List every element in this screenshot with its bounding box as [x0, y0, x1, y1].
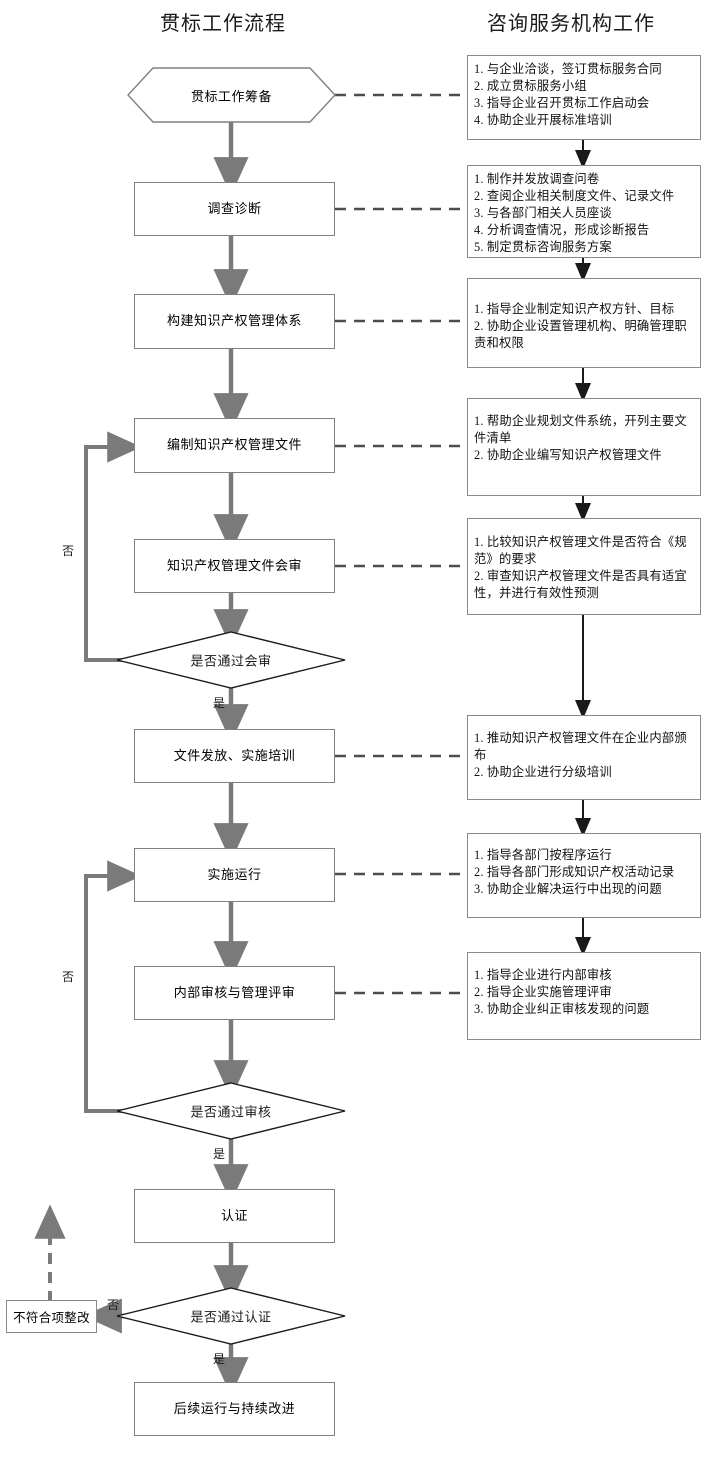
node-release[interactable]: 文件发放、实施培训 — [134, 729, 335, 783]
detail-item: 3. 与各部门相关人员座谈 — [474, 205, 612, 220]
node-certify-label: 认证 — [220, 1207, 248, 1223]
detail-item: 3. 协助企业解决运行中出现的问题 — [474, 881, 662, 896]
decision-pass-review-label[interactable]: 是否通过会审 — [190, 653, 272, 669]
detail-item: 2. 协助企业进行分级培训 — [474, 764, 612, 779]
detail-box-compile[interactable]: 1. 帮助企业规划文件系统，开列主要文件清单 2. 协助企业编写知识产权管理文件 — [467, 398, 701, 496]
node-prep[interactable]: 贯标工作筹备 — [128, 68, 335, 122]
detail-box-operate[interactable]: 1. 指导各部门按程序运行 2. 指导各部门形成知识产权活动记录 3. 协助企业… — [467, 833, 701, 918]
detail-item: 2. 指导各部门形成知识产权活动记录 — [474, 864, 675, 879]
detail-item: 1. 指导企业制定知识产权方针、目标 — [474, 302, 675, 316]
decision-pass-audit-label[interactable]: 是否通过审核 — [190, 1104, 272, 1120]
detail-item: 1. 比较知识产权管理文件是否符合《规范》的要求 — [474, 535, 687, 566]
node-operate[interactable]: 实施运行 — [134, 848, 335, 902]
node-compile[interactable]: 编制知识产权管理文件 — [134, 418, 335, 473]
detail-item: 3. 协助企业纠正审核发现的问题 — [474, 1001, 650, 1016]
node-rectify[interactable]: 不符合项整改 — [6, 1300, 97, 1333]
detail-item: 1. 与企业洽谈，签订贯标服务合同 — [474, 62, 662, 76]
node-prep-label: 贯标工作筹备 — [190, 88, 272, 104]
detail-item: 3. 指导企业召开贯标工作启动会 — [474, 95, 650, 110]
node-diagnose-label: 调查诊断 — [207, 200, 262, 216]
right-column-heading: 咨询服务机构工作 — [487, 13, 655, 35]
node-audit[interactable]: 内部审核与管理评审 — [134, 966, 335, 1020]
edge-label-audit-yes: 是 — [213, 1147, 226, 1161]
detail-item: 2. 协助企业设置管理机构、明确管理职责和权限 — [474, 318, 687, 350]
detail-box-review-docs[interactable]: 1. 比较知识产权管理文件是否符合《规范》的要求 2. 审查知识产权管理文件是否… — [467, 518, 701, 615]
node-review-docs-label: 知识产权管理文件会审 — [166, 557, 302, 573]
detail-box-audit[interactable]: 1. 指导企业进行内部审核 2. 指导企业实施管理评审 3. 协助企业纠正审核发… — [467, 952, 701, 1040]
detail-box-release[interactable]: 1. 推动知识产权管理文件在企业内部颁布 2. 协助企业进行分级培训 — [467, 715, 701, 800]
node-diagnose[interactable]: 调查诊断 — [134, 182, 335, 236]
node-followup[interactable]: 后续运行与持续改进 — [134, 1382, 335, 1436]
detail-item: 2. 成立贯标服务小组 — [474, 78, 587, 93]
detail-item: 2. 审查知识产权管理文件是否具有适宜性，并进行有效性预测 — [474, 568, 687, 600]
node-rectify-label: 不符合项整改 — [13, 1311, 90, 1325]
detail-item: 1. 推动知识产权管理文件在企业内部颁布 — [474, 731, 687, 762]
detail-box-diagnose[interactable]: 1. 制作并发放调查问卷 2. 查阅企业相关制度文件、记录文件 3. 与各部门相… — [467, 165, 701, 258]
detail-item: 2. 查阅企业相关制度文件、记录文件 — [474, 188, 675, 203]
node-build[interactable]: 构建知识产权管理体系 — [134, 294, 335, 349]
edge-label-review-yes: 是 — [213, 696, 226, 710]
node-audit-label: 内部审核与管理评审 — [173, 984, 296, 1000]
edge-label-certify-yes: 是 — [213, 1352, 226, 1366]
detail-item: 1. 指导企业进行内部审核 — [474, 968, 612, 982]
detail-box-build[interactable]: 1. 指导企业制定知识产权方针、目标 2. 协助企业设置管理机构、明确管理职责和… — [467, 278, 701, 368]
node-release-label: 文件发放、实施培训 — [173, 747, 296, 763]
node-certify[interactable]: 认证 — [134, 1189, 335, 1243]
detail-item: 4. 协助企业开展标准培训 — [474, 112, 612, 127]
edge-label-certify-no: 否 — [107, 1298, 120, 1312]
edge-label-review-no: 否 — [62, 544, 75, 558]
left-column-heading: 贯标工作流程 — [160, 13, 286, 35]
node-compile-label: 编制知识产权管理文件 — [166, 437, 302, 453]
node-operate-label: 实施运行 — [207, 866, 262, 882]
detail-item: 5. 制定贯标咨询服务方案 — [474, 239, 612, 254]
node-build-label: 构建知识产权管理体系 — [166, 313, 302, 329]
detail-box-prep[interactable]: 1. 与企业洽谈，签订贯标服务合同 2. 成立贯标服务小组 3. 指导企业召开贯… — [467, 55, 701, 140]
detail-item: 4. 分析调查情况，形成诊断报告 — [474, 222, 650, 237]
detail-item: 1. 制作并发放调查问卷 — [474, 172, 600, 186]
edge-label-audit-no: 否 — [62, 970, 75, 984]
node-review-docs[interactable]: 知识产权管理文件会审 — [134, 539, 335, 593]
detail-item: 1. 指导各部门按程序运行 — [474, 848, 612, 862]
node-followup-label: 后续运行与持续改进 — [173, 1400, 296, 1416]
detail-item: 1. 帮助企业规划文件系统，开列主要文件清单 — [474, 414, 687, 445]
decision-pass-certify-label[interactable]: 是否通过认证 — [190, 1309, 272, 1325]
detail-item: 2. 协助企业编写知识产权管理文件 — [474, 447, 662, 462]
detail-item: 2. 指导企业实施管理评审 — [474, 984, 612, 999]
